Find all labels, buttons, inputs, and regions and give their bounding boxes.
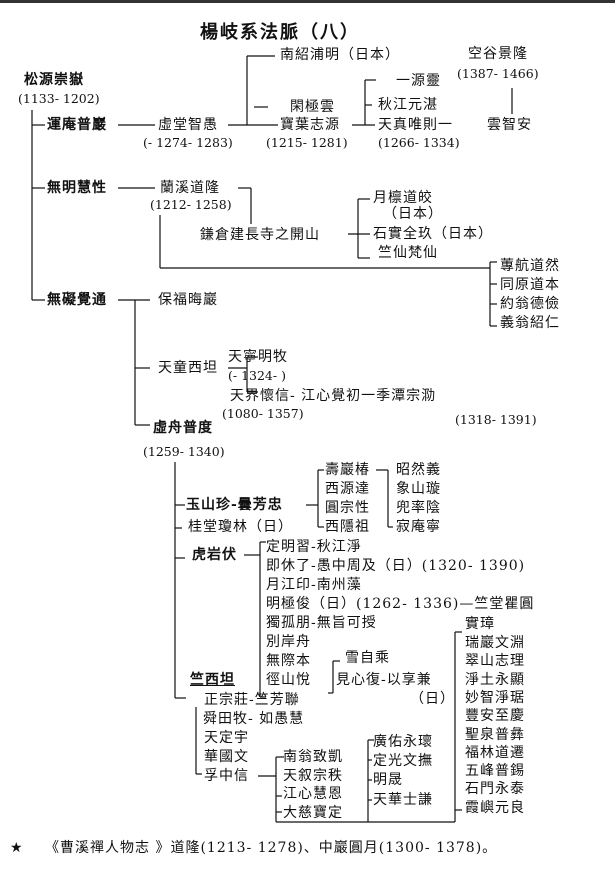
node-descendant: 霞嶼元良 bbox=[465, 800, 525, 816]
node-jixiu-liao: 即休了-愚中周及（日）(1320- 1390) bbox=[266, 558, 526, 574]
node-lanxi-daolong: 蘭溪道隆 bbox=[160, 180, 220, 196]
footnote-star-icon: ★ bbox=[10, 840, 24, 856]
node-qiujiang-yuanzhan: 秋江元湛 bbox=[378, 97, 438, 113]
node-dingguang-wenfu: 定光文撫 bbox=[373, 753, 433, 769]
node-descendant: 瑞巖文淵 bbox=[465, 635, 525, 651]
node-dates: (1318- 1391) bbox=[455, 412, 537, 427]
node-yuejiang-yin: 月江印-南州藻 bbox=[266, 577, 362, 593]
node-descendant: 豐安至慶 bbox=[465, 708, 525, 724]
node-descendant: 福林道遷 bbox=[465, 745, 525, 761]
node-kamakura-kenchoji: 鎌倉建長寺之開山 bbox=[200, 227, 320, 243]
node-xutang-zhiyu: 虛堂智愚 bbox=[158, 117, 218, 133]
node-xiangshan-xuan: 象山璇 bbox=[396, 481, 441, 497]
node-jianxin-fu: 見心復-以享兼 bbox=[336, 672, 432, 688]
node-songyuan-chongyue: 松源崇嶽 bbox=[24, 72, 84, 88]
node-zhuxian-fanxian: 竺仙梵仙 bbox=[378, 245, 438, 261]
node-descendant: 妙智淨琚 bbox=[465, 690, 525, 706]
node-daci-baoding: 大慈寶定 bbox=[283, 805, 343, 821]
node-xianji-yun: 閑極雲 bbox=[290, 99, 335, 115]
node-zhengzong-zhuang: 正宗莊-竺芳聯 bbox=[204, 692, 300, 708]
node-dates: (1215- 1281) bbox=[266, 135, 348, 150]
node-descendant: 淨土永顯 bbox=[465, 672, 525, 688]
node-nanweng-zhikai: 南翁致凱 bbox=[283, 749, 343, 765]
node-tianning-mingmu: 天寧明牧 bbox=[228, 349, 288, 365]
node-tiantong-xitan: 天童西坦 bbox=[158, 360, 218, 376]
node-dates: (- 1274- 1283) bbox=[143, 135, 233, 150]
node-nanshao-puming: 南紹浦明（日本） bbox=[280, 47, 400, 63]
node-note-japan: （日本） bbox=[383, 206, 443, 222]
node-jian-ning: 寂庵寧 bbox=[396, 519, 441, 535]
node-guitang-qionglin: 桂堂瓊林（日） bbox=[188, 519, 293, 535]
node-descendant: 聖泉普彝 bbox=[465, 727, 525, 743]
node-tianzhen-weize: 天真唯則一 bbox=[378, 117, 453, 133]
node-tongyuan-daoben: 同原道本 bbox=[500, 277, 560, 293]
footnote-text: 《曹溪禪人物志 》道隆(1213- 1278)、中巖圓月(1300- 1378)… bbox=[45, 840, 498, 856]
node-wuji-ben: 無際本 bbox=[266, 653, 311, 669]
node-mingji-jun: 明極俊（日）(1262- 1336)—竺堂瞿圓 bbox=[266, 596, 535, 612]
node-tianhua-shiqian: 天華士謙 bbox=[373, 792, 433, 808]
node-konggu-jinglong: 空谷景隆 bbox=[468, 46, 528, 62]
node-shishi-quanjiu: 石實全玖（日本） bbox=[373, 226, 493, 242]
node-shuntian-mu: 舜田牧- 如愚慧 bbox=[203, 711, 305, 727]
node-dates: (- 1324- ) bbox=[228, 368, 286, 383]
node-wuming-huixing: 無明慧性 bbox=[47, 180, 107, 196]
node-guangyou-yonghuai: 廣佑永瓌 bbox=[373, 734, 433, 750]
node-fuzhong-xin: 孚中信 bbox=[204, 768, 249, 784]
node-dates: (1080- 1357) bbox=[222, 406, 304, 421]
node-yunan-puyan: 運庵普巖 bbox=[47, 117, 107, 133]
node-mingsheng: 明晟 bbox=[373, 772, 403, 788]
node-yun-zhian: 雲智安 bbox=[487, 117, 532, 133]
node-tianxu-zongzhi: 天叙宗秩 bbox=[283, 768, 343, 784]
node-zhaoran-yi: 昭然義 bbox=[396, 462, 441, 478]
node-shouyan-chun: 壽巖椿 bbox=[325, 462, 370, 478]
node-dates: (1212- 1258) bbox=[150, 197, 232, 212]
node-descendant: 五峰普錫 bbox=[465, 763, 525, 779]
node-descendant: 翠山志理 bbox=[465, 653, 525, 669]
node-doushuai-yin: 兜率陰 bbox=[396, 500, 441, 516]
node-baofu-huiyan: 保福晦巖 bbox=[158, 292, 218, 308]
node-yiyuan-ling: 一源靈 bbox=[396, 73, 441, 89]
node-xiyin-zu: 西隱祖 bbox=[325, 519, 370, 535]
node-tianjie-huaixin-line: 天界懷信- 江心覺初一季潭宗泐 bbox=[230, 388, 437, 404]
node-wuai-juetong: 無礙覺通 bbox=[47, 292, 107, 308]
node-huyan-fu: 虎岩伏 bbox=[192, 547, 237, 563]
node-jingshan-yue: 徑山悅 bbox=[266, 672, 311, 688]
node-dates: (1133- 1202) bbox=[18, 91, 100, 106]
node-dates: (1259- 1340) bbox=[143, 444, 225, 459]
node-jiangxin-huien: 江心慧恩 bbox=[283, 786, 343, 802]
node-xuzhou-pudu: 虛舟普度 bbox=[153, 420, 213, 436]
node-xue-zicheng: 雪自乘 bbox=[345, 650, 390, 666]
node-note-japan: （日） bbox=[410, 691, 455, 707]
node-dingming-xi: 定明習-秋江淨 bbox=[266, 539, 362, 555]
node-yuewong-dejian: 約翁德儉 bbox=[500, 296, 560, 312]
node-dates: (1266- 1334) bbox=[378, 135, 460, 150]
node-xiyuan-da: 西源達 bbox=[325, 481, 370, 497]
node-chunhang-daoran: 蓴航道然 bbox=[500, 258, 560, 274]
node-yuebiao-daojiao: 月檩道皎 bbox=[373, 190, 433, 206]
node-baoye-zhiyuan: 寶葉志源 bbox=[280, 117, 340, 133]
node-yushan-zhen: 玉山珍-曇芳忠 bbox=[186, 497, 283, 513]
page-top-border bbox=[0, 0, 615, 3]
node-yuanzong-xing: 圓宗性 bbox=[325, 500, 370, 516]
node-descendant: 石門永泰 bbox=[465, 781, 525, 797]
node-bian-zhou: 別岸舟 bbox=[266, 634, 311, 650]
node-yiwong-shaoren: 義翁紹仁 bbox=[500, 315, 560, 331]
node-dates: (1387- 1466) bbox=[457, 66, 539, 81]
chart-title: 楊岐系法脈（八） bbox=[200, 22, 360, 43]
node-tianding-yu: 天定宇 bbox=[204, 730, 249, 746]
node-descendant: 實璋 bbox=[465, 616, 495, 632]
node-zhuxi-tan: 竺西坦 bbox=[190, 672, 235, 688]
node-dugu-peng: 獨孤朋-無旨可授 bbox=[266, 615, 377, 631]
node-huaguo-wen: 華國文 bbox=[204, 749, 249, 765]
